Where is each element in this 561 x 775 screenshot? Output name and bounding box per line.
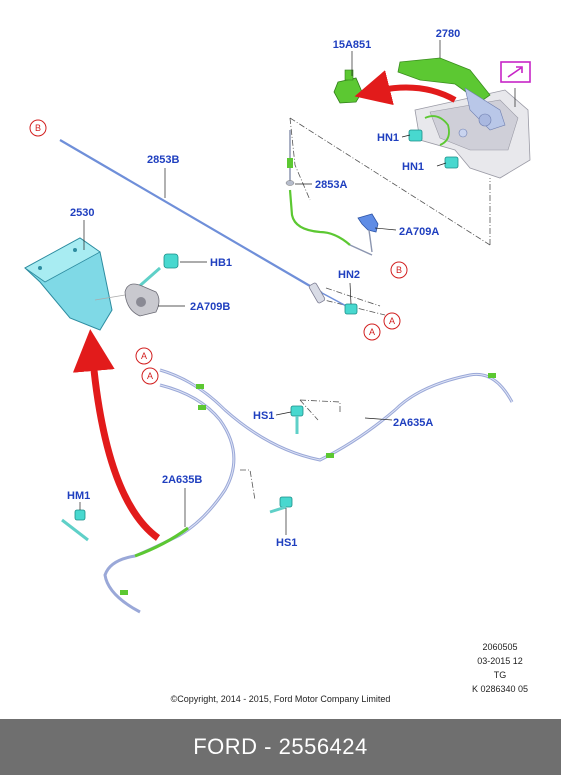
ref-marker-a-1: A	[383, 312, 401, 330]
cable-2a635b	[103, 383, 236, 614]
cable-2a635a	[159, 368, 514, 462]
label-15a851: 15A851	[333, 39, 372, 51]
ref-marker-a-3: A	[135, 347, 153, 365]
diagram-code: TG	[493, 670, 507, 680]
part-number-title: FORD - 2556424	[193, 734, 368, 759]
cable-2853a	[285, 130, 373, 256]
label-2853a: 2853A	[315, 179, 347, 191]
label-hb1: HB1	[210, 257, 232, 269]
label-2530: 2530	[70, 207, 94, 219]
label-2a635a: 2A635A	[393, 417, 433, 429]
label-hs1-upper: HS1	[253, 410, 274, 422]
bolt-hs1-lower	[269, 496, 293, 514]
footer-banner: FORD - 2556424	[0, 719, 561, 775]
nut-hn1-lower	[444, 156, 459, 169]
svg-text:B: B	[396, 265, 402, 275]
ref-marker-b-right: B	[390, 261, 408, 279]
bracket-2a709a	[357, 213, 379, 253]
svg-text:A: A	[141, 351, 147, 361]
label-2a709b: 2A709B	[190, 301, 230, 313]
pencil-arrow-icon	[500, 61, 531, 83]
svg-text:B: B	[35, 123, 41, 133]
diagram-reference: K 0286340 05	[471, 684, 529, 694]
label-2a635b: 2A635B	[162, 474, 202, 486]
ref-marker-a-2: A	[363, 323, 381, 341]
label-2a709a: 2A709A	[399, 226, 439, 238]
fastener-hm1	[61, 509, 89, 542]
bolt-hb1	[134, 253, 179, 292]
lever-harness	[424, 115, 450, 146]
direction-arrow-bottom	[72, 329, 161, 541]
assembly-guide-lines	[240, 117, 491, 501]
diagram-id: 2060505	[482, 642, 518, 652]
ref-marker-b-left: B	[29, 119, 47, 137]
switch-15a851	[333, 69, 363, 104]
label-hn1-lower: HN1	[402, 161, 424, 173]
label-2853b: 2853B	[147, 154, 179, 166]
direction-arrow-top	[354, 70, 457, 106]
label-hn2: HN2	[338, 269, 360, 281]
nut-hn1-upper	[408, 129, 423, 142]
heat-shield-2530	[24, 237, 126, 331]
copyright-notice: ©Copyright, 2014 - 2015, Ford Motor Comp…	[170, 694, 391, 704]
ref-marker-a-4: A	[141, 367, 159, 385]
svg-text:A: A	[389, 316, 395, 326]
label-hs1-lower: HS1	[276, 537, 297, 549]
nut-hn2	[344, 303, 358, 315]
clip-2a709b	[124, 283, 160, 317]
leader-lines	[79, 40, 516, 535]
label-hm1: HM1	[67, 490, 90, 502]
cable-2853b	[59, 139, 351, 309]
label-2780: 2780	[436, 28, 460, 40]
svg-text:A: A	[147, 371, 153, 381]
svg-text:A: A	[369, 327, 375, 337]
diagram-date: 03-2015 12	[477, 656, 523, 666]
brake-lever-assembly	[397, 57, 531, 179]
bolt-hs1-upper	[290, 405, 304, 434]
label-hn1-upper: HN1	[377, 132, 399, 144]
